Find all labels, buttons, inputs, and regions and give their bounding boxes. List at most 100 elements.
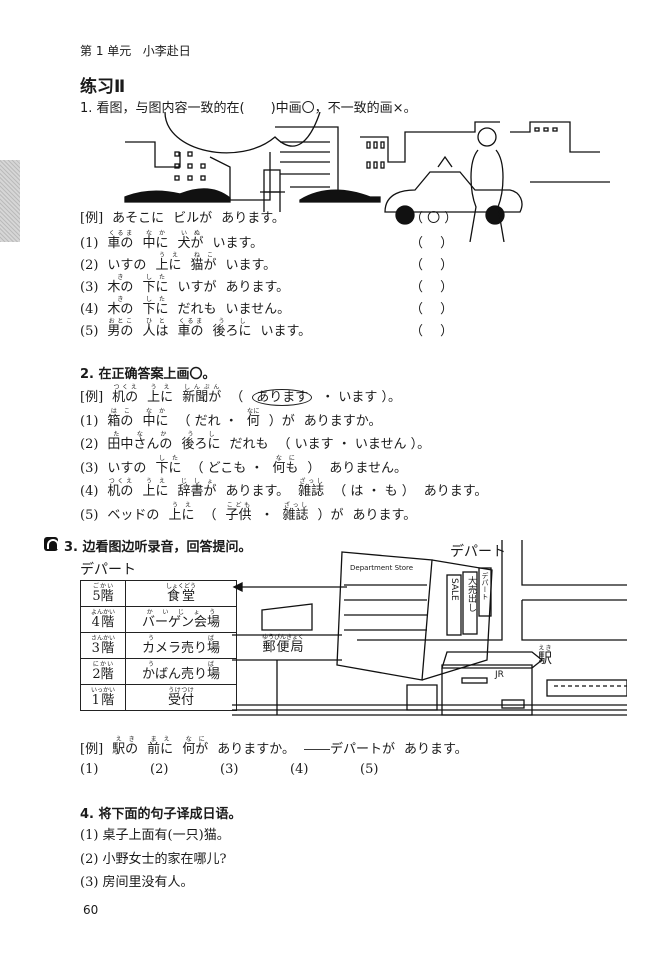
building-far-right: [510, 121, 610, 183]
tree-crown: [164, 112, 321, 154]
bushes-left: [124, 188, 231, 203]
translation-item: (1) 桌子上面有(一只)猫。: [80, 828, 230, 843]
sentence-segment: います。: [260, 324, 312, 339]
sentence-segment: だれも: [229, 437, 269, 452]
building-lines: [275, 126, 339, 202]
item-label: (1): [80, 236, 99, 251]
sentence-segment: あります。: [403, 742, 468, 757]
sentence-segment: 何なに: [246, 407, 260, 429]
sentence-segment: 辞書がじしょ: [177, 478, 217, 500]
answer-parentheses[interactable]: （ ）: [410, 258, 454, 273]
sentence-segment: あります。: [225, 280, 290, 295]
item-label: (1): [80, 413, 99, 429]
furigana: うえ: [142, 478, 169, 485]
station-label: 駅えき: [538, 645, 552, 668]
item-label: (5): [80, 324, 99, 339]
exercise-row: (5)男のおとこ人はひと車のくるま後ろにうしいます。（ ）: [80, 318, 453, 340]
sentence-segment: います。: [212, 236, 264, 251]
exercise-row: [例]机のつくえ上にうえ新聞がしんぶん（あります・ います ）。: [80, 384, 410, 406]
answer-parentheses[interactable]: （ ）: [410, 280, 454, 295]
answer-parentheses[interactable]: （ 〇 ）: [410, 211, 458, 226]
sentence-segment: ）: [307, 460, 321, 476]
furigana: した: [142, 296, 169, 303]
headphones-icon: [44, 537, 59, 551]
floor-number: 5階ごかい: [80, 580, 126, 607]
sentence-segment: 机のつくえ: [112, 384, 139, 406]
floor-row: 1階いっかい受付うけつけ: [80, 684, 237, 711]
sentence-segment: ・: [260, 507, 274, 523]
item-label: (2): [80, 258, 99, 273]
sentence-segment: 何もなに: [272, 454, 299, 476]
item-label: [例]: [80, 390, 104, 405]
sentence-segment: ）が: [268, 413, 295, 429]
train: [546, 679, 627, 697]
sale-text: SALE: [449, 578, 459, 601]
sentence-segment: 後ろにうし: [181, 431, 221, 453]
sale-banner: [446, 574, 462, 636]
answer-item: (4): [290, 762, 309, 777]
exercise-row: (1)車のくるま中になか犬がいぬいます。（ ）: [80, 230, 453, 252]
sentence-segment: （: [230, 390, 244, 405]
floor-number: 3階さんかい: [80, 632, 126, 659]
furigana: つくえ: [107, 478, 134, 485]
ohdashi-banner: [462, 571, 478, 635]
sentence-segment: 下にした: [155, 454, 182, 476]
exercise-row: (2)いすの上にうえ猫がねこいます。（ ）: [80, 252, 453, 274]
map-illustration: [232, 540, 627, 716]
answer-parentheses[interactable]: （ ）: [410, 236, 454, 251]
sentence-segment: ありません。: [329, 460, 407, 476]
sentence-segment: だれも: [177, 302, 217, 317]
section-title: 练习Ⅱ: [80, 77, 126, 97]
floor-name: カメラ売り場う ば: [125, 632, 237, 659]
answer-parentheses[interactable]: （ ）: [410, 302, 454, 317]
furigana: はこ: [107, 407, 134, 415]
sentence-segment: いすが: [177, 280, 217, 295]
sentence-segment: あります。: [352, 507, 417, 523]
furigana: たなか: [107, 431, 173, 438]
furigana: おとこ: [107, 318, 134, 325]
translation-item: (3) 房间里没有人。: [80, 875, 194, 890]
translation-item: (2) 小野女士的家在哪儿?: [80, 851, 227, 867]
dog: [437, 155, 453, 168]
furigana: うし: [181, 431, 221, 438]
item-label: (5): [80, 507, 99, 523]
sentence-segment: 下にした: [142, 296, 169, 318]
sentence-segment: ビルが: [173, 211, 213, 226]
sentence-segment: 車のくるま: [107, 230, 134, 252]
street-illustration: [124, 112, 610, 242]
sentence-segment: あります。: [423, 484, 488, 499]
sentence-segment: 人はひと: [142, 318, 169, 340]
exercise-row: [例]あそこにビルがあります。（ 〇 ）: [80, 208, 457, 230]
building-outline: [125, 141, 181, 168]
furigana: した: [155, 454, 182, 462]
sentence-segment: 上にうえ: [168, 501, 195, 523]
station-building: [406, 651, 544, 716]
sentence-segment: いすの: [107, 258, 147, 273]
furigana: ざっし: [282, 501, 309, 509]
exercise-row: (1)箱のはこ中になか（ だれ ・何なに）がありますか。: [80, 408, 391, 430]
post-office: [261, 603, 313, 631]
exercise-row: (3)木のき下にしたいすがあります。（ ）: [80, 274, 453, 296]
item-label: (2): [80, 437, 99, 452]
sentence-segment: ありますか。: [217, 742, 295, 757]
sentence-segment: 犬がいぬ: [177, 230, 204, 252]
sentence-segment: 上にうえ: [142, 478, 169, 500]
sentence-segment: ――デパートが: [303, 742, 395, 757]
sentence-segment: （ は ・ も ）: [333, 484, 415, 499]
floor-name: 食堂しょくどう: [125, 580, 237, 607]
floor-row: 3階さんかいカメラ売り場う ば: [80, 632, 237, 659]
answer-parentheses[interactable]: （ ）: [410, 324, 454, 339]
unit-header: 第 1 单元 小李赴日: [80, 42, 191, 59]
q4-title: 4. 将下面的句子译成日语。: [80, 807, 242, 822]
exercise-row: (4)机のつくえ上にうえ辞書がじしょあります。雑誌ざっし（ は ・ も ）ありま…: [80, 478, 496, 500]
answer-item: (1): [80, 762, 99, 777]
floor-row: 2階にかいかばん売り場う ば: [80, 658, 237, 685]
item-label: (4): [80, 484, 99, 499]
ohdashi-text: 大売出し: [466, 576, 476, 612]
side-tab: [0, 160, 20, 242]
man: [469, 127, 505, 242]
roads: [357, 540, 627, 641]
page-number: 60: [83, 903, 99, 917]
sentence-segment: 何がなに: [182, 736, 209, 758]
sentence-segment: （ だれ ・: [177, 413, 238, 429]
